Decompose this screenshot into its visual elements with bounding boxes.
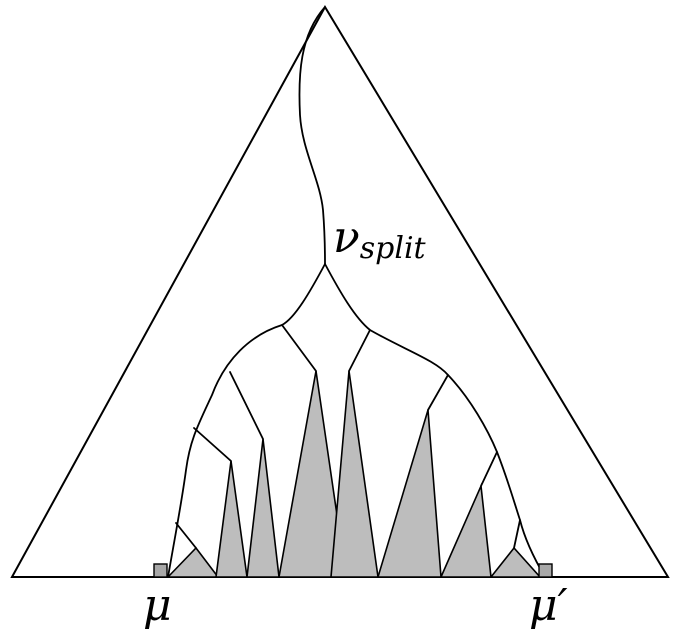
right-marker <box>538 563 553 578</box>
spike-3 <box>246 438 280 578</box>
spike-1 <box>166 546 220 578</box>
spike-5 <box>330 370 379 578</box>
branch-line <box>281 324 317 372</box>
branch-line <box>193 427 232 462</box>
trunk-curve <box>298 6 326 265</box>
split-label: νsplit <box>333 212 427 266</box>
branch-line <box>427 374 449 411</box>
left-label: μ <box>143 580 172 630</box>
spike-8 <box>489 546 542 578</box>
branch-line <box>175 522 197 549</box>
right-label: μ′ <box>529 580 568 630</box>
spike-4 <box>278 370 347 578</box>
split-symbol: ν <box>333 212 360 263</box>
split-subscript: split <box>360 231 427 266</box>
spike-2 <box>215 460 248 578</box>
branch-line <box>348 329 371 372</box>
branch-line <box>480 451 498 487</box>
spike-7 <box>439 482 492 578</box>
branch-line <box>513 519 521 549</box>
left-envelope-curve <box>167 263 326 578</box>
spike-6 <box>376 409 442 578</box>
left-marker <box>153 563 168 578</box>
branch-line <box>229 371 264 440</box>
